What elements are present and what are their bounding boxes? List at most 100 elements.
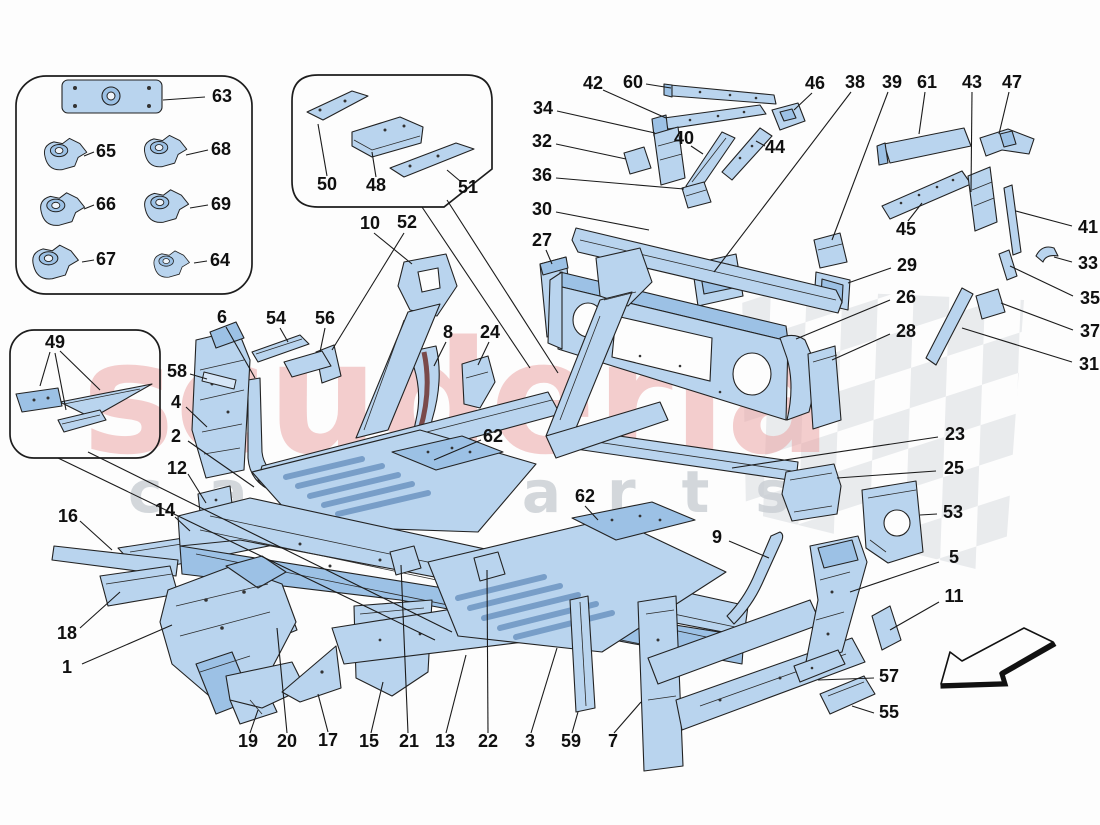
part-label-49: 49 <box>45 332 65 352</box>
pillar-body <box>355 303 441 439</box>
part-label-45: 45 <box>896 219 916 239</box>
leader-line <box>613 701 642 734</box>
leader-line <box>189 204 209 209</box>
part-label-57: 57 <box>879 666 899 686</box>
part-43-pillar <box>967 166 998 232</box>
part-label-50: 50 <box>317 174 337 194</box>
leader-line <box>571 711 579 734</box>
leader-lines <box>39 83 1074 734</box>
part-label-32: 32 <box>532 131 552 151</box>
part-label-30: 30 <box>532 199 552 219</box>
part-label-3: 3 <box>525 731 535 751</box>
leader-line <box>400 564 409 734</box>
part-label-16: 16 <box>58 506 78 526</box>
part-28-channel <box>807 345 842 430</box>
leader-line <box>555 211 650 231</box>
part-label-44: 44 <box>765 137 785 157</box>
part-17-gusset <box>281 645 342 703</box>
part-22-fitting <box>473 551 506 582</box>
leader-line <box>889 601 940 631</box>
part-label-65: 65 <box>96 141 116 161</box>
part-41-rod <box>1003 184 1022 256</box>
part-35-blade <box>998 249 1018 281</box>
leader-line <box>713 91 852 273</box>
leader-line <box>187 440 255 488</box>
pillar-head <box>595 247 653 307</box>
leader-line <box>728 540 770 559</box>
part-51-plate <box>389 142 475 178</box>
leader-line <box>83 204 95 210</box>
leader-line <box>602 89 667 119</box>
part-label-15: 15 <box>359 731 379 751</box>
part-53-mount-tower <box>861 480 924 564</box>
leader-line <box>79 520 113 551</box>
leader-line <box>370 681 384 734</box>
leader-line <box>373 232 413 265</box>
part-31-blade <box>925 287 974 366</box>
part-label-61: 61 <box>917 72 937 92</box>
part-label-7: 7 <box>608 731 618 751</box>
part-67-clamp <box>32 244 79 280</box>
part-label-63: 63 <box>212 86 232 106</box>
part-label-13: 13 <box>435 731 455 751</box>
sill-member <box>545 401 669 459</box>
part-label-64: 64 <box>210 250 230 270</box>
part-label-58: 58 <box>167 361 187 381</box>
part-59-strip <box>569 595 596 713</box>
leader-line <box>317 693 329 733</box>
leader-line <box>545 249 553 265</box>
part-label-4: 4 <box>171 392 181 412</box>
leader-line <box>225 326 256 379</box>
part-33-hook <box>1035 246 1059 263</box>
part-62-plate-front <box>391 435 504 471</box>
leader-line <box>690 145 704 155</box>
part-label-40: 40 <box>674 128 694 148</box>
part-label-23: 23 <box>945 424 965 444</box>
leader-line <box>54 352 67 411</box>
leader-line <box>276 627 288 734</box>
leader-line <box>279 327 289 343</box>
part-label-46: 46 <box>805 73 825 93</box>
part-50-plate <box>306 90 369 121</box>
leader-line <box>755 140 766 147</box>
leader-line <box>849 561 940 593</box>
part-label-60: 60 <box>623 72 643 92</box>
leader-line <box>795 299 891 340</box>
leader-line <box>81 624 173 665</box>
part-63-plate <box>61 79 163 114</box>
part-label-6: 6 <box>217 307 227 327</box>
part-25-bracket-box <box>781 463 842 522</box>
part-47-bracket <box>979 128 1035 157</box>
leader-line <box>39 351 51 387</box>
part-label-1: 1 <box>62 657 72 677</box>
leader-line <box>79 591 121 629</box>
callout-box-gussets <box>9 329 161 459</box>
part-34-post <box>653 126 686 186</box>
part-16-strip <box>51 545 179 577</box>
part-56-plate <box>283 350 332 378</box>
part-55-bracket <box>819 675 876 715</box>
part-label-21: 21 <box>399 731 419 751</box>
part-48-plate <box>351 116 424 158</box>
leader-line <box>1015 210 1073 227</box>
leader-line <box>918 91 926 135</box>
leader-line <box>1053 256 1073 263</box>
part-label-20: 20 <box>277 731 297 751</box>
connector-line <box>87 451 453 633</box>
leader-line <box>162 96 206 101</box>
leader-line <box>81 259 95 263</box>
direction-arrow <box>940 627 1057 689</box>
leader-line <box>998 91 1010 135</box>
part-label-25: 25 <box>944 458 964 478</box>
part-label-59: 59 <box>561 731 581 751</box>
part-label-68: 68 <box>211 139 231 159</box>
part-label-17: 17 <box>318 730 338 750</box>
leader-line <box>249 709 259 734</box>
part-label-8: 8 <box>443 322 453 342</box>
part-label-41: 41 <box>1078 217 1098 237</box>
leader-line <box>317 123 328 177</box>
leader-line <box>174 516 191 532</box>
